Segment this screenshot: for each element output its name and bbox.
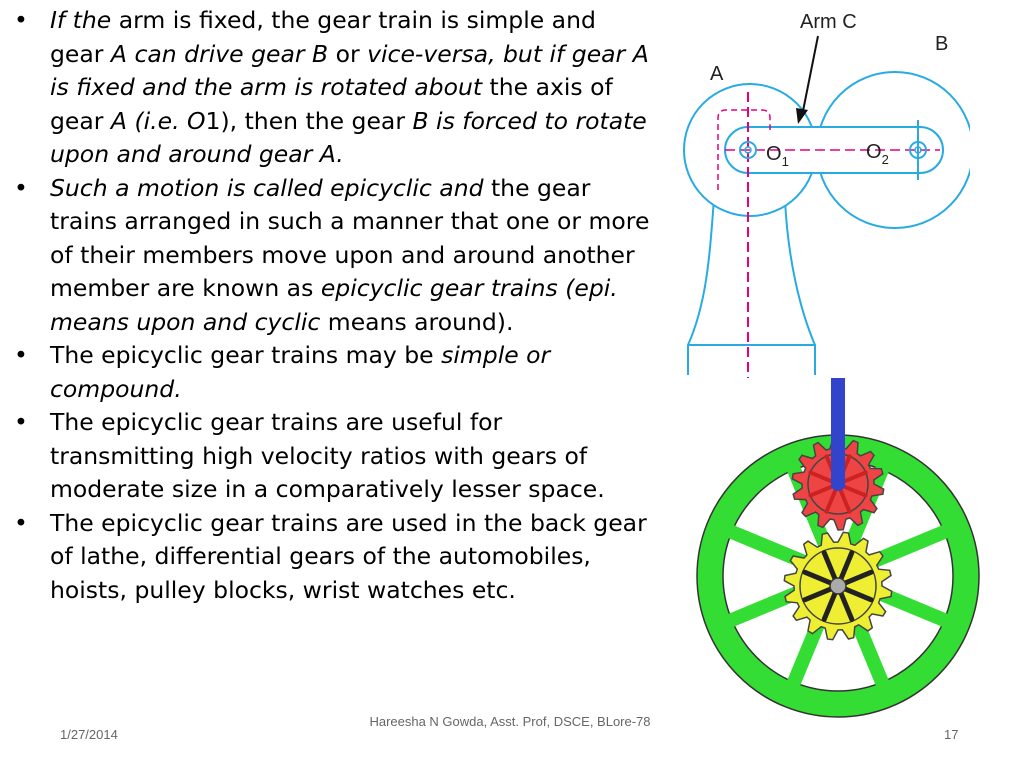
bullet-text: If the — [50, 6, 112, 34]
bullet-text: arm is fixed, the gear train is simple a… — [50, 6, 596, 68]
carrier-pivot — [831, 477, 845, 491]
bullet-item: • The epicyclic gear trains may be simple… — [10, 339, 650, 406]
bullet-text: the gear trains arranged in such a manne… — [50, 173, 650, 303]
bullet-dot: • — [14, 173, 28, 202]
footer-author: Hareesha N Gowda, Asst. Prof, DSCE, BLor… — [369, 714, 651, 729]
arm-c-leader — [801, 35, 819, 117]
bullet-text: the axis of gear — [50, 73, 613, 135]
gear-spoke — [808, 470, 835, 484]
epicyclic-animation — [696, 378, 980, 718]
bullet-text: epicyclic gear trains (epi. means upon a… — [50, 274, 618, 336]
footer-date: 1/27/2014 — [60, 727, 118, 742]
bullet-list: • If the arm is fixed, the gear train is … — [10, 4, 650, 607]
bullet-dot: • — [14, 6, 28, 34]
gear-spoke — [821, 589, 839, 622]
bullet-text: The epicyclic gear trains may be — [50, 341, 442, 369]
axis-bore — [717, 109, 771, 190]
bullet-dot: • — [14, 341, 28, 369]
bullet-text: B is forced to rotate upon and around ge… — [50, 106, 647, 169]
gear-spoke — [841, 484, 868, 498]
label-gear-b: B — [935, 33, 948, 55]
bullet-item: • Such a motion is called epicyclic and t… — [10, 172, 650, 340]
gear-spoke — [821, 550, 839, 583]
bullet-text: 1), then the gear — [205, 106, 413, 135]
bullet-item: • If the arm is fixed, the gear train is … — [10, 4, 650, 172]
gear-spoke — [841, 569, 874, 587]
gear-spoke — [838, 487, 852, 514]
label-o2: O2 — [866, 141, 889, 167]
sun-gear — [783, 531, 893, 641]
bullet-text: The epicyclic gear trains are useful for… — [50, 408, 605, 503]
label-arm-c: Arm C — [800, 11, 857, 33]
bullet-text: Such a motion is called epicyclic and — [50, 173, 484, 202]
bullet-item: • The epicyclic gear trains are used in t… — [10, 507, 650, 608]
bullet-text: vice-versa, but if gear A is fixed and t… — [50, 39, 649, 102]
label-gear-a: A — [710, 63, 724, 85]
pivot-o1 — [739, 141, 757, 159]
bullet-text: A can drive gear B — [110, 39, 329, 68]
bullet-text: simple or compound. — [50, 341, 551, 403]
bullet-dot: • — [14, 408, 28, 436]
gear-a-stand-right — [784, 199, 816, 375]
bullet-text: The epicyclic gear trains are used in th… — [50, 508, 647, 604]
slide-number: 17 — [944, 727, 959, 742]
bullet-item: • The epicyclic gear trains are useful fo… — [10, 406, 650, 507]
gear-a-stand — [687, 184, 716, 375]
pivot-o2 — [909, 141, 927, 159]
bullet-text: A (i.e. O — [110, 106, 206, 135]
carrier-arm — [831, 378, 845, 488]
epicyclic-diagram: Arm C A B O1 O2 — [683, 11, 970, 378]
bullet-dot: • — [14, 508, 28, 537]
gear-spoke — [837, 550, 855, 583]
sun-hub — [829, 577, 847, 595]
gear-spoke — [841, 470, 868, 484]
gear-spoke — [837, 589, 855, 622]
gear-spoke — [841, 585, 874, 603]
bullet-text: means around). — [320, 307, 514, 336]
gear-spoke — [824, 487, 838, 514]
gear-spoke — [808, 484, 835, 498]
label-o1: O1 — [766, 143, 789, 169]
gear-spoke — [802, 569, 835, 587]
gear-spoke — [802, 585, 835, 603]
bullet-text: or — [328, 39, 368, 68]
